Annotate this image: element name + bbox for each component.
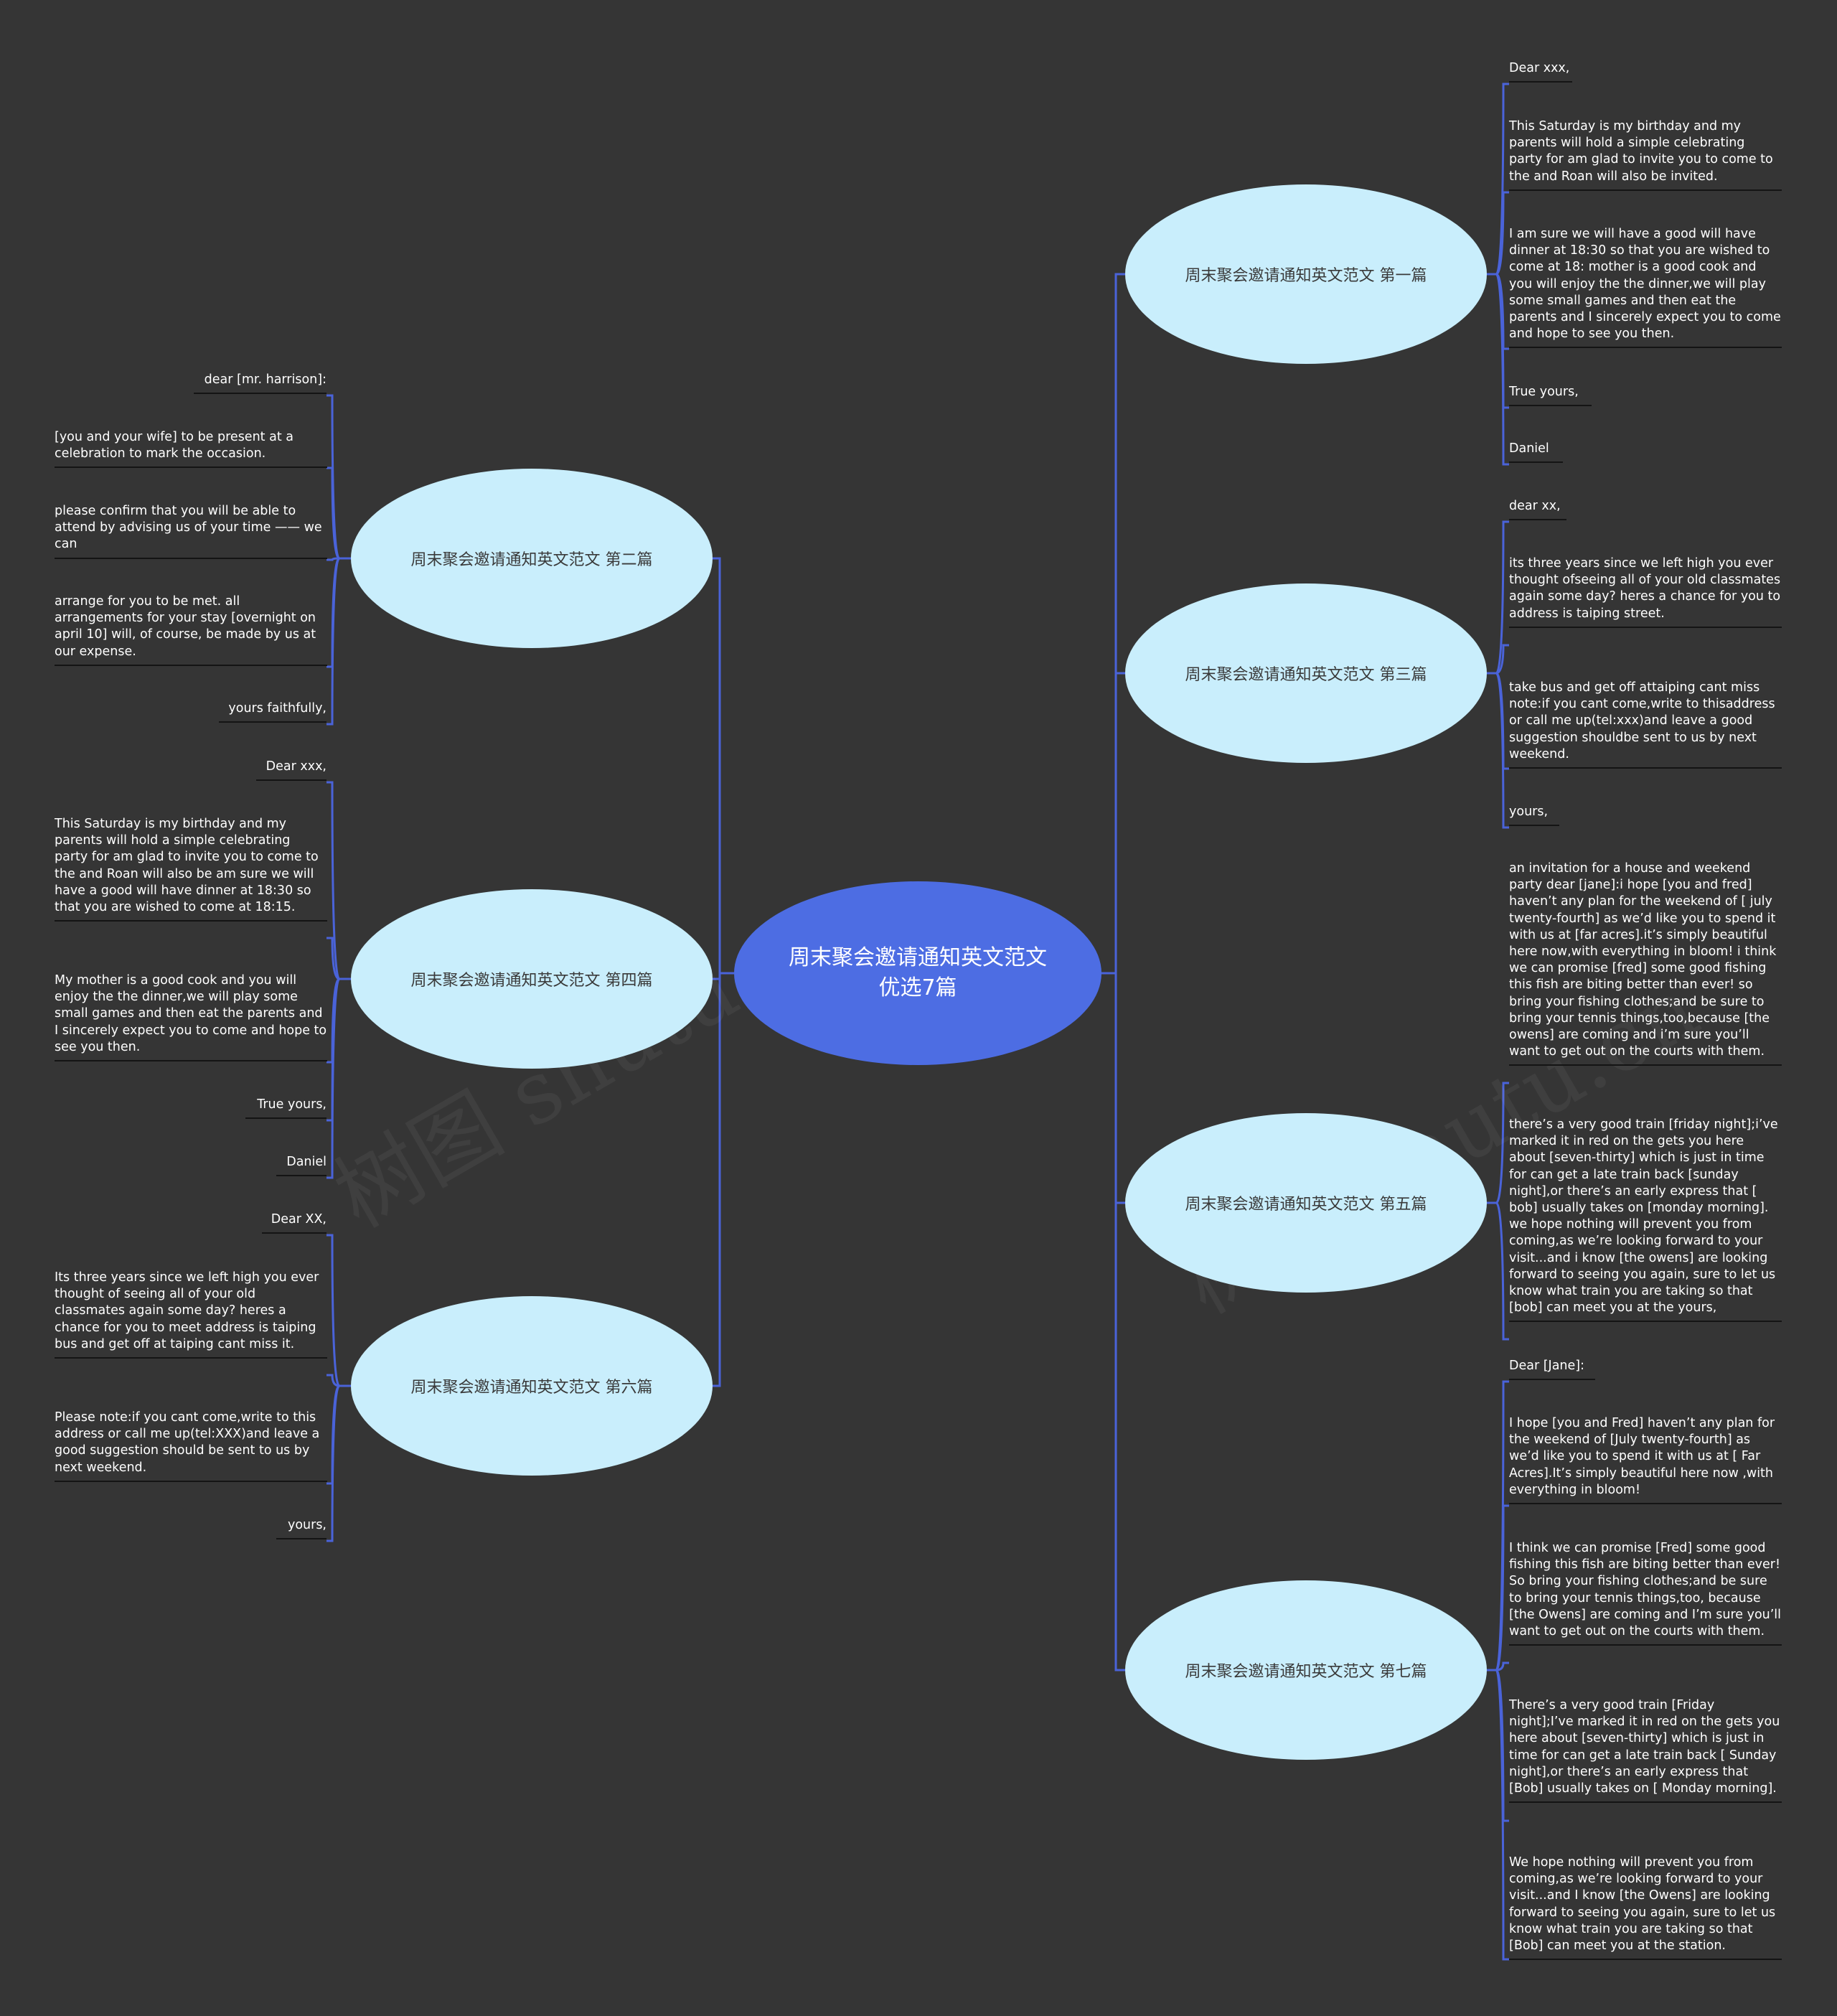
branch-title: 周末聚会邀请通知英文范文 第二篇 (410, 551, 653, 569)
leaf-text: Dear xxx, (256, 759, 326, 782)
leaf-text: [you and your wife] to be present at a c… (55, 429, 327, 469)
leaf-text: There’s a very good train [Friday night]… (1509, 1697, 1782, 1804)
connector-line (326, 937, 351, 980)
branch-node-6[interactable]: 周末聚会邀请通知英文范文 第六篇 (351, 1296, 713, 1476)
connector-line (1101, 972, 1125, 1672)
connector-line (1487, 1669, 1509, 1822)
branch-node-4[interactable]: 周末聚会邀请通知英文范文 第四篇 (351, 889, 713, 1069)
connector-line (1487, 520, 1509, 675)
branch-title: 周末聚会邀请通知英文范文 第一篇 (1185, 267, 1427, 285)
connector-line (326, 977, 351, 1179)
connector-line (1487, 191, 1509, 276)
connector-line (1487, 273, 1509, 409)
connector-line (1487, 273, 1509, 350)
connector-line (1487, 1669, 1509, 1961)
connector-line (326, 557, 351, 726)
leaf-text: there’s a very good train [friday night]… (1509, 1117, 1782, 1323)
leaf-text: We hope nothing will prevent you from co… (1509, 1855, 1782, 1961)
leaf-text: True yours, (1509, 384, 1592, 407)
leaf-text: I hope [you and Fred] haven’t any plan f… (1509, 1415, 1782, 1505)
leaf-text: Dear XX, (262, 1211, 326, 1234)
branch-title: 周末聚会邀请通知英文范文 第五篇 (1185, 1196, 1427, 1214)
connector-line (326, 1384, 351, 1542)
leaf-text: its three years since we left high you e… (1509, 555, 1782, 628)
connector-line (1101, 672, 1125, 975)
connector-line (1487, 1380, 1509, 1672)
leaf-text: please confirm that you will be able to … (55, 503, 327, 559)
leaf-text: Daniel (276, 1154, 326, 1177)
leaf-text: yours, (1509, 804, 1559, 827)
leaf-text: Please note:if you cant come,write to th… (55, 1410, 327, 1482)
branch-node-5[interactable]: 周末聚会邀请通知英文范文 第五篇 (1125, 1113, 1487, 1293)
leaf-text: yours faithfully, (219, 700, 326, 723)
branch-title: 周末聚会邀请通知英文范文 第三篇 (1185, 666, 1427, 684)
leaf-text: This Saturday is my birthday and my pare… (1509, 118, 1782, 191)
connector-line (1487, 273, 1509, 466)
leaf-text: take bus and get off attaiping cant miss… (1509, 680, 1782, 769)
connector-line (1487, 672, 1509, 770)
connector-line (1487, 83, 1509, 276)
leaf-text: I am sure we will have a good will have … (1509, 226, 1782, 349)
leaf-text: yours, (276, 1517, 326, 1540)
branch-title: 周末聚会邀请通知英文范文 第四篇 (410, 972, 653, 990)
branch-title: 周末聚会邀请通知英文范文 第七篇 (1185, 1663, 1427, 1681)
branch-node-1[interactable]: 周末聚会邀请通知英文范文 第一篇 (1125, 184, 1487, 364)
connector-line (713, 557, 734, 975)
connector-line (326, 977, 351, 1122)
leaf-text: I think we can promise [Fred] some good … (1509, 1540, 1782, 1646)
leaf-text: This Saturday is my birthday and my pare… (55, 816, 327, 922)
leaf-text: My mother is a good cook and you will en… (55, 972, 327, 1062)
connector-line (1101, 273, 1125, 975)
leaf-text: Dear xxx, (1509, 60, 1572, 83)
connector-line (326, 977, 351, 1064)
branch-title: 周末聚会邀请通知英文范文 第六篇 (410, 1379, 653, 1397)
connector-line (1487, 1201, 1509, 1341)
connector-line (713, 972, 734, 1387)
leaf-text: arrange for you to be met. all arrangeme… (55, 594, 327, 666)
connector-line (1487, 1504, 1509, 1672)
connector-line (326, 394, 351, 560)
leaf-text: True yours, (245, 1097, 326, 1120)
leaf-text: Its three years since we left high you e… (55, 1270, 327, 1359)
connector-line (326, 557, 351, 668)
branch-node-2[interactable]: 周末聚会邀请通知英文范文 第二篇 (351, 469, 713, 648)
leaf-text: Dear [Jane]: (1509, 1358, 1595, 1381)
connector-line (326, 467, 351, 560)
leaf-text: dear xx, (1509, 498, 1566, 521)
connector-line (1487, 1082, 1509, 1204)
leaf-text: Daniel (1509, 441, 1563, 464)
connector-line (1101, 972, 1125, 1204)
connector-line (326, 1234, 351, 1387)
branch-node-7[interactable]: 周末聚会邀请通知英文范文 第七篇 (1125, 1580, 1487, 1760)
root-node[interactable]: 周末聚会邀请通知英文范文优选7篇 (734, 881, 1101, 1065)
leaf-text: dear [mr. harrison]: (194, 372, 326, 395)
connector-line (1487, 672, 1509, 829)
branch-node-3[interactable]: 周末聚会邀请通知英文范文 第三篇 (1125, 583, 1487, 763)
leaf-text: an invitation for a house and weekend pa… (1509, 861, 1782, 1066)
connector-line (326, 1384, 351, 1485)
root-title: 周末聚会邀请通知英文范文优选7篇 (789, 945, 1047, 1000)
connector-line (326, 781, 351, 980)
